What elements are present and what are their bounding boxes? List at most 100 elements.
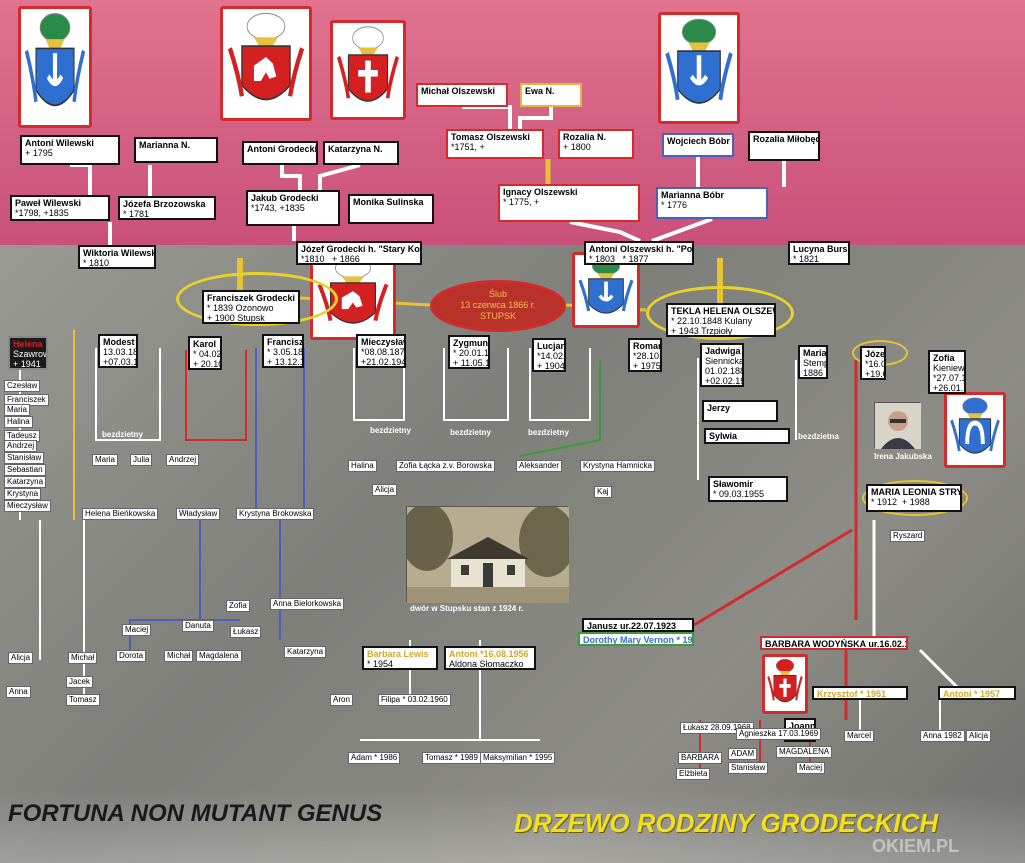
minor-person[interactable]: Tomasz: [66, 694, 100, 706]
minor-person[interactable]: Halina: [4, 416, 33, 428]
person-mieczyslaw[interactable]: Mieczysław*08.08.1875 +21.02.1942: [356, 334, 406, 368]
minor-person[interactable]: Anna Bielorkowska: [270, 598, 345, 610]
minor-person[interactable]: Mieczysław: [4, 500, 51, 512]
minor-person[interactable]: Elżbieta: [676, 768, 711, 780]
person-pawel_wilewski[interactable]: Paweł Wilewski*1798, +1835: [10, 195, 110, 221]
minor-person[interactable]: Alicja: [372, 484, 398, 496]
person-jozefa_brzozowska[interactable]: Józefa Brzozowska* 1781: [118, 196, 216, 220]
minor-person[interactable]: Maria: [4, 404, 31, 416]
minor-person[interactable]: Czesław: [4, 380, 41, 392]
person-jerzy[interactable]: Jerzy: [702, 400, 778, 422]
minor-person[interactable]: Tomasz * 1989: [422, 752, 481, 764]
person-monika_sulinska[interactable]: Monika Sulinska: [348, 194, 434, 224]
minor-person[interactable]: Maria: [92, 454, 119, 466]
person-antoni_olszewski[interactable]: Antoni Olszewski h. "Pobóg"* 1803 * 1877: [584, 241, 694, 265]
person-karol[interactable]: Karol* 04.02.1871 + 20.10.1925: [188, 336, 222, 370]
minor-person[interactable]: Filipa * 03.02.1960: [378, 694, 451, 706]
person-helena_szawrowska[interactable]: HelenaSzawrowska 15.04.1867 + 1941: [8, 336, 48, 370]
minor-person[interactable]: Krystyna Hamnicka: [580, 460, 655, 472]
minor-person[interactable]: Helena Bieńkowska: [82, 508, 159, 520]
person-jozef2[interactable]: Józef*16.07.1888 +19.08.1986: [860, 346, 886, 380]
person-ignacy_olszewski[interactable]: Ignacy Olszewski* 1775, +: [498, 184, 640, 222]
person-jakub_grodecki[interactable]: Jakub Grodecki*1743, +1835: [246, 190, 340, 226]
minor-person[interactable]: Jacek: [66, 676, 93, 688]
person-maria_stempkowska[interactable]: MariaStempkowska 1886: [798, 345, 828, 379]
person-michal_olszewski[interactable]: Michał Olszewski: [416, 83, 508, 107]
minor-person[interactable]: Aleksander: [516, 460, 563, 472]
person-jozef_grodecki[interactable]: Józef Grodecki h. "Stary Koń"*1810 + 186…: [296, 241, 422, 265]
person-dates: * 1776: [661, 200, 688, 210]
person-antoni_wilewski[interactable]: Antoni Wilewski+ 1795: [20, 135, 120, 165]
minor-person[interactable]: Zofia Łącka z.v. Borowska: [396, 460, 495, 472]
person-franciszek_grodecki[interactable]: Franciszek Grodecki* 1839 Ozonowo + 1900…: [202, 290, 300, 324]
minor-person[interactable]: Łukasz 28.09.1968: [680, 722, 754, 734]
person-slawomir[interactable]: Sławomir* 09.03.1955: [708, 476, 788, 502]
minor-person[interactable]: Maciej: [796, 762, 826, 774]
minor-person[interactable]: Magdalena: [196, 650, 242, 662]
minor-person[interactable]: MAGDALENA: [776, 746, 833, 758]
minor-person[interactable]: Maciej: [122, 624, 152, 636]
minor-person[interactable]: Michał: [164, 650, 194, 662]
minor-person[interactable]: ADAM: [728, 748, 758, 760]
person-zygmunt[interactable]: Zygmunt* 20.01.1877 + 11.05.1957: [448, 335, 490, 369]
minor-person[interactable]: Halina: [348, 460, 377, 472]
minor-person[interactable]: Dorota: [116, 650, 147, 662]
person-rozalia_milobedzka[interactable]: Rozalia Miłobędzka: [748, 131, 820, 161]
minor-person[interactable]: Władysław: [176, 508, 221, 520]
person-barbara_wodynska[interactable]: BARBARA WODYŃSKA ur.16.02.1946: [760, 636, 908, 650]
minor-person[interactable]: Alicja: [966, 730, 992, 742]
person-sylwia[interactable]: Sylwia: [704, 428, 790, 444]
person-lucjan[interactable]: Lucjan*14.02.1879 + 1904: [532, 338, 566, 372]
minor-person[interactable]: Łukasz: [230, 626, 262, 638]
person-name: Wojciech Bóbr: [667, 136, 730, 146]
person-marianna_n[interactable]: Marianna N.: [134, 137, 218, 163]
person-roman[interactable]: Roman*28.10.1883 + 1975: [628, 338, 662, 372]
person-krzysztof[interactable]: Krzysztof * 1951: [812, 686, 908, 700]
person-zofia_kieniewska[interactable]: ZofiaKieniewska *27.07.1890 +26.01.1977: [928, 350, 966, 394]
minor-person[interactable]: Krystyna Brokowska: [236, 508, 315, 520]
person-tomasz_olszewski[interactable]: Tomasz Olszewski*1751, +: [446, 129, 544, 159]
minor-person[interactable]: Michał: [68, 652, 98, 664]
person-rozalia_n[interactable]: Rozalia N.+ 1800: [558, 129, 634, 159]
minor-person[interactable]: Krystyna: [4, 488, 42, 500]
minor-person[interactable]: Anna: [6, 686, 31, 698]
person-tekla_olszewska[interactable]: TEKLA HELENA OLSZEWSKA* 22.10.1848 Kulan…: [666, 303, 776, 337]
minor-person[interactable]: Katarzyna: [4, 476, 47, 488]
minor-person[interactable]: Sebastian: [4, 464, 46, 476]
person-marianna_bobr[interactable]: Marianna Bóbr* 1776: [656, 187, 768, 219]
person-maria_leonia[interactable]: MARIA LEONIA STRYCHARZEWSKA* 1912 + 1988: [866, 484, 962, 512]
person-ewa_n[interactable]: Ewa N.: [520, 83, 582, 107]
minor-person[interactable]: Julia: [130, 454, 153, 466]
person-lucyna_burska[interactable]: Lucyna Burska* 1821: [788, 241, 850, 265]
minor-person[interactable]: Agnieszka 17.03.1969: [736, 728, 822, 740]
person-katarzyna_n[interactable]: Katarzyna N.: [323, 141, 399, 165]
minor-person[interactable]: Danuta: [182, 620, 214, 632]
minor-person[interactable]: Alicja: [8, 652, 34, 664]
minor-person[interactable]: Aron: [330, 694, 353, 706]
person-dorothy[interactable]: Dorothy Mary Vernon * 1925: [578, 632, 694, 646]
minor-person[interactable]: Anna 1982: [920, 730, 965, 742]
person-wojciech_bobr[interactable]: Wojciech Bóbr: [662, 133, 734, 157]
person-barbara_lewis[interactable]: Barbara Lewis* 1954: [362, 646, 438, 670]
person-janusz[interactable]: Janusz ur.22.07.1923: [582, 618, 694, 632]
minor-person[interactable]: Adam * 1986: [348, 752, 401, 764]
minor-person[interactable]: Andrzej: [4, 440, 38, 452]
minor-person[interactable]: Stanisław: [728, 762, 769, 774]
minor-person[interactable]: Andrzej: [166, 454, 200, 466]
minor-person[interactable]: BARBARA: [678, 752, 723, 764]
minor-person[interactable]: Stanisław: [4, 452, 45, 464]
minor-person[interactable]: Maksymilian * 1995: [480, 752, 556, 764]
minor-person[interactable]: Marcel: [844, 730, 875, 742]
minor-person[interactable]: Zofia: [226, 600, 250, 612]
person-antoni_grodecki[interactable]: Antoni Grodecki: [242, 141, 318, 165]
person-wiktoria_wilewska[interactable]: Wiktoria Wilewska* 1810: [78, 245, 156, 269]
minor-person[interactable]: Kaj: [594, 486, 612, 498]
minor-person[interactable]: Katarzyna: [284, 646, 327, 658]
person-franciszek2[interactable]: Franciszek* 3.05.1873 + 13.12.1922: [262, 334, 304, 368]
minor-person[interactable]: Ryszard: [890, 530, 926, 542]
person-antoni4[interactable]: Antoni * 1957: [938, 686, 1016, 700]
